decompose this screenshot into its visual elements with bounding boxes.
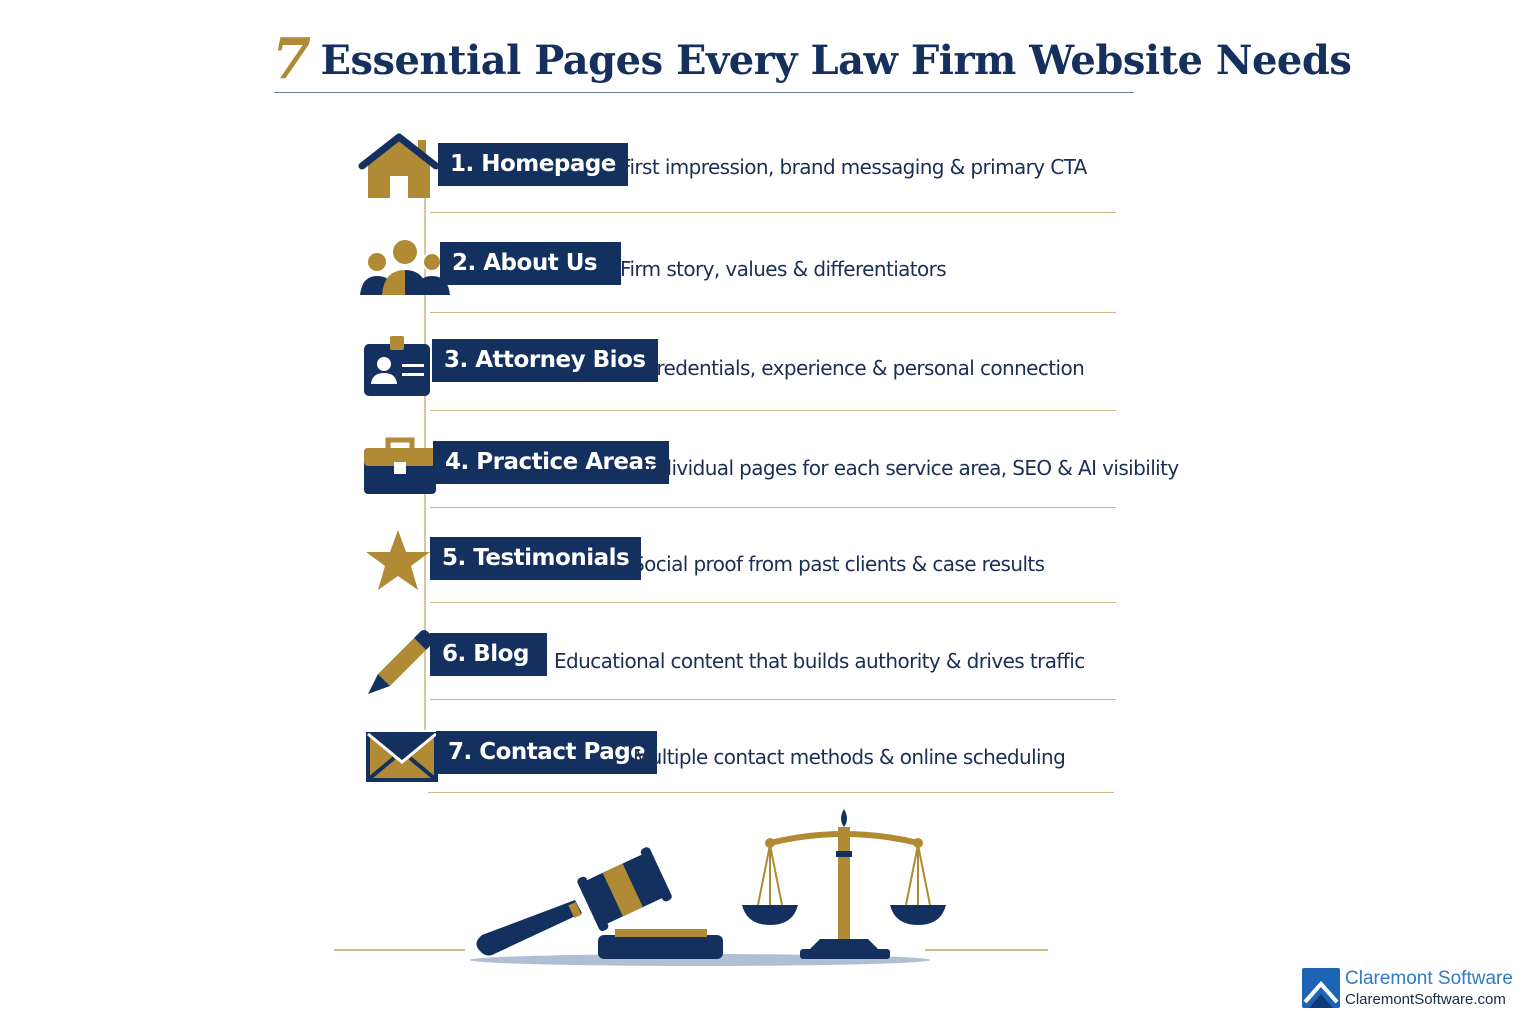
- list-item-attorney-bios: 3. Attorney Bios Credentials, experience…: [0, 320, 1536, 420]
- title-divider: [274, 92, 1134, 93]
- item-description: Credentials, experience & personal conne…: [643, 356, 1085, 380]
- gavel-icon: [476, 847, 723, 959]
- separator: [430, 212, 1116, 213]
- pencil-icon: [368, 630, 434, 694]
- item-label: 4. Practice Areas: [433, 441, 669, 484]
- gavel-and-scales-illustration: [334, 809, 1048, 966]
- item-description: Individual pages for each service area, …: [642, 456, 1179, 480]
- envelope-icon: [366, 732, 438, 782]
- brand-url: ClaremontSoftware.com: [1345, 991, 1506, 1008]
- separator: [430, 410, 1116, 411]
- list-item-blog: 6. Blog Educational content that builds …: [0, 612, 1536, 712]
- separator: [430, 312, 1116, 313]
- scales-of-justice-icon: [742, 809, 946, 959]
- item-description: Firm story, values & differentiators: [620, 257, 947, 281]
- list-item-about-us: 2. About Us Firm story, values & differe…: [0, 220, 1536, 320]
- separator: [430, 507, 1116, 508]
- title-text: Essential Pages Every Law Firm Website N…: [320, 37, 1352, 84]
- item-label: 3. Attorney Bios: [432, 339, 658, 382]
- item-description: First impression, brand messaging & prim…: [620, 155, 1087, 179]
- title-number: 7: [272, 26, 311, 92]
- item-description: Educational content that builds authorit…: [554, 649, 1085, 673]
- item-label: 5. Testimonials: [430, 537, 642, 580]
- house-icon: [358, 133, 440, 198]
- list-item-testimonials: 5. Testimonials Social proof from past c…: [0, 516, 1536, 616]
- list-item-contact-page: 7. Contact Page Multiple contact methods…: [0, 708, 1536, 808]
- id-card-icon: [364, 336, 430, 396]
- claremont-logo-icon: [1302, 968, 1340, 1008]
- item-label: 7. Contact Page: [436, 731, 658, 774]
- item-label: 1. Homepage: [438, 143, 628, 186]
- item-description: Multiple contact methods & online schedu…: [633, 745, 1066, 769]
- item-description: Social proof from past clients & case re…: [632, 552, 1045, 576]
- list-item-homepage: 1. Homepage First impression, brand mess…: [0, 120, 1536, 220]
- separator: [428, 792, 1114, 793]
- separator: [430, 699, 1116, 700]
- briefcase-icon: [364, 437, 436, 494]
- separator: [430, 602, 1116, 603]
- star-icon: [366, 530, 430, 590]
- item-label: 2. About Us: [440, 242, 622, 285]
- list-item-practice-areas: 4. Practice Areas Individual pages for e…: [0, 420, 1536, 520]
- item-label: 6. Blog: [430, 633, 547, 676]
- brand-name: Claremont Software: [1345, 968, 1513, 989]
- people-icon: [360, 240, 450, 295]
